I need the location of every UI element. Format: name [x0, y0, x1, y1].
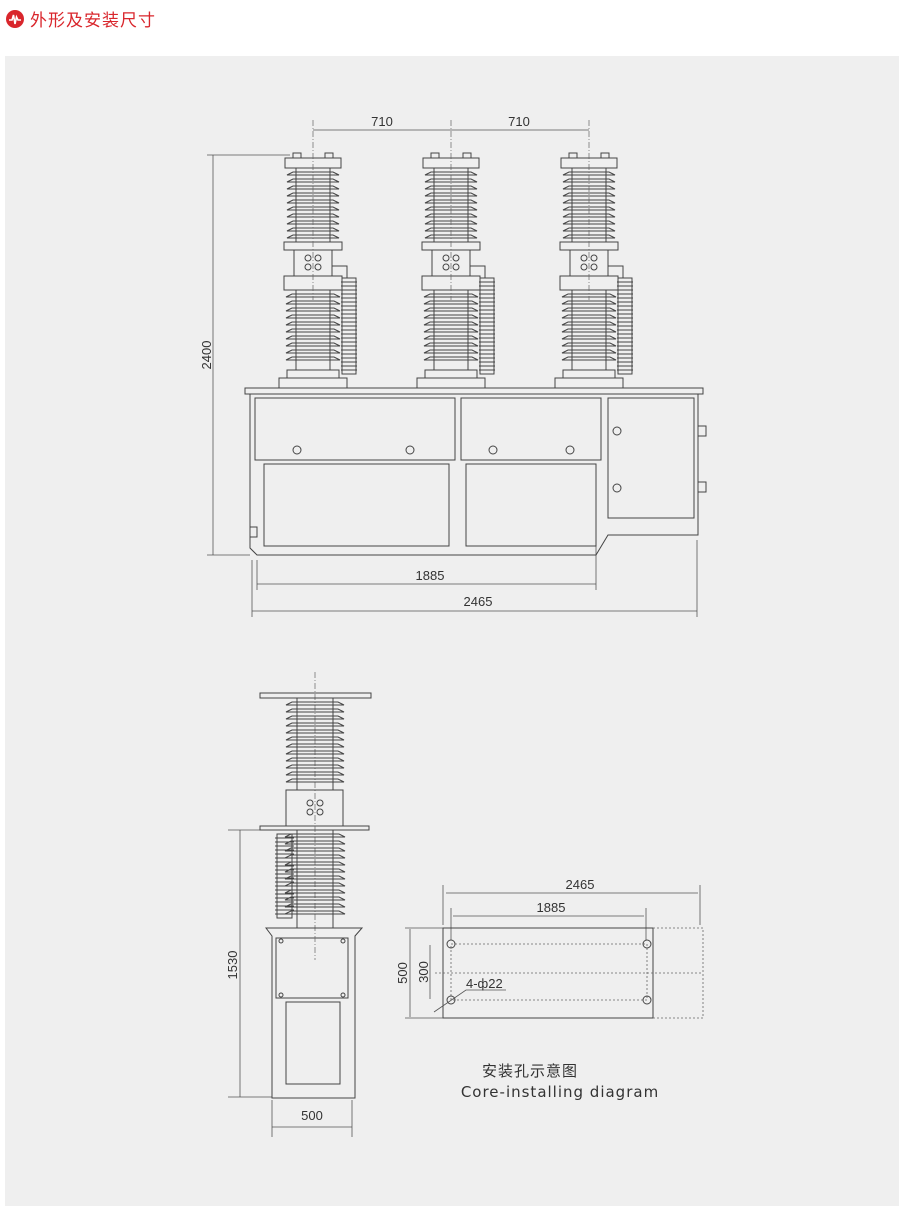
- upper-insulator: [296, 697, 334, 791]
- mount-hole: [642, 995, 652, 1005]
- front-view: 710 710 2400 1885 2465: [199, 114, 707, 617]
- mount-hole: [446, 939, 456, 949]
- caption-en: Core-installing diagram: [461, 1083, 659, 1101]
- pulse-logo-icon: [6, 9, 24, 28]
- dim-1530: 1530: [225, 951, 240, 980]
- mid-plate: [259, 825, 370, 831]
- panel-door: [254, 397, 456, 461]
- cabinet: [244, 387, 707, 556]
- dim-300: 300: [416, 961, 431, 983]
- drawing-panel: [5, 56, 899, 1206]
- dim-1885: 1885: [416, 568, 445, 583]
- pole-1: [278, 120, 357, 389]
- hole-spec: 4-ф22: [466, 976, 503, 991]
- dim-2465-plan: 2465: [566, 877, 595, 892]
- dim-710-right: 710: [508, 114, 530, 129]
- dim-1885-plan: 1885: [537, 900, 566, 915]
- side-cabinet: [265, 927, 364, 1099]
- pole-3: [554, 120, 633, 389]
- side-view: 1530 500: [225, 672, 372, 1137]
- surge-arrester: [275, 833, 294, 919]
- plan-view: 2465 1885 500 300 4-ф22 安装孔示意图 Core-inst…: [395, 877, 704, 1101]
- section-title: 外形及安装尺寸: [30, 11, 156, 31]
- panel-door: [460, 397, 602, 461]
- mount-hole: [446, 995, 456, 1005]
- section-header: 外形及安装尺寸: [6, 6, 156, 31]
- top-plate: [259, 692, 372, 699]
- mount-hole: [642, 939, 652, 949]
- pole-2: [416, 120, 495, 389]
- dim-500-plan: 500: [395, 962, 410, 984]
- lower-insulator: [296, 829, 334, 929]
- caption-cn: 安装孔示意图: [482, 1062, 578, 1080]
- dim-2400: 2400: [199, 341, 214, 370]
- panel-door: [465, 463, 597, 547]
- panel-door: [607, 397, 695, 519]
- dim-710-left: 710: [371, 114, 393, 129]
- panel-door: [263, 463, 450, 547]
- dim-500-side: 500: [301, 1108, 323, 1123]
- dim-2465: 2465: [464, 594, 493, 609]
